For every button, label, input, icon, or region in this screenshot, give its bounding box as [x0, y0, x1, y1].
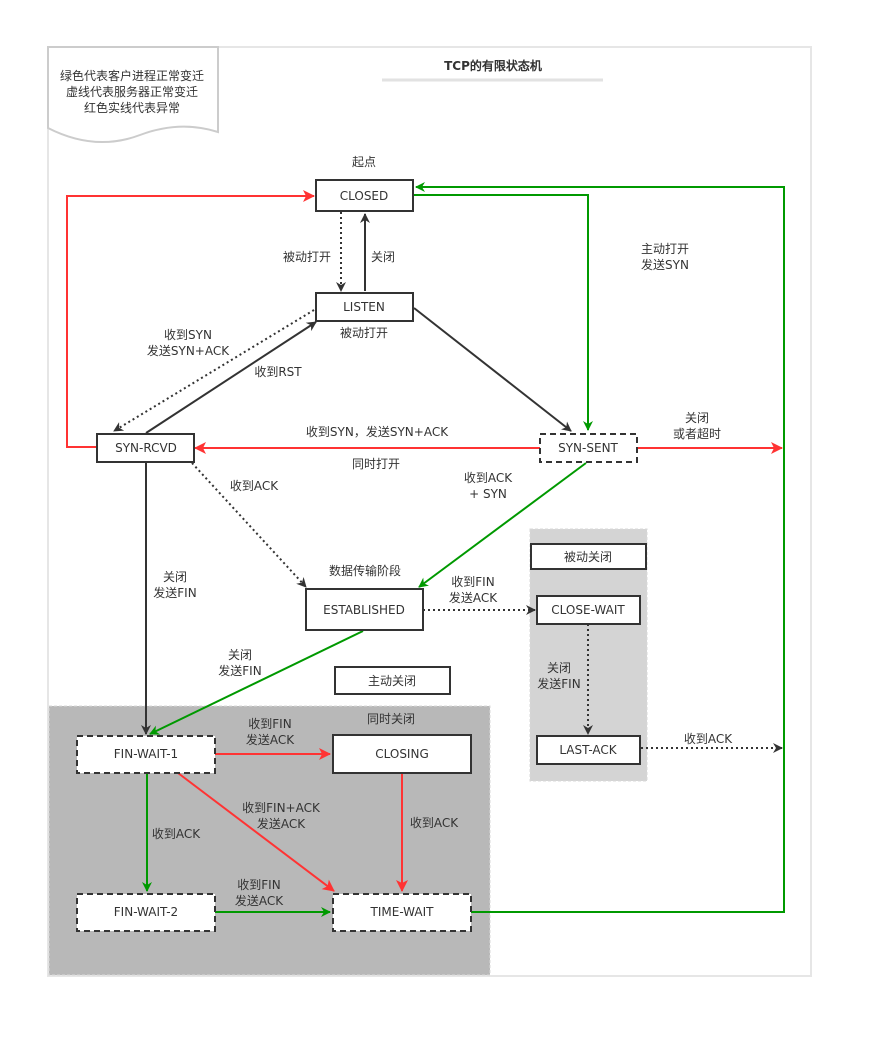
state-label: FIN-WAIT-2	[114, 905, 178, 919]
edge-label: 收到FIN	[451, 575, 494, 589]
state-label: CLOSE-WAIT	[551, 603, 625, 617]
edge-synsent-established	[418, 462, 587, 588]
state-fin-wait-2: FIN-WAIT-2	[76, 893, 216, 932]
state-label: CLOSING	[375, 747, 429, 761]
state-label: SYN-RCVD	[115, 441, 177, 455]
edge-label: 关闭	[228, 648, 252, 662]
edge-synrcvd-closed	[66, 190, 315, 448]
edge-synrcvd-established	[191, 462, 307, 588]
edge-label: 收到ACK	[464, 471, 513, 485]
simultaneous-close-label: 同时关闭	[367, 712, 415, 726]
active-close-label-box	[334, 666, 451, 695]
active-close-label: 主动关闭	[368, 674, 416, 688]
state-caption: 被动打开	[340, 326, 388, 340]
edge-listen-synrcvd	[113, 309, 315, 432]
state-caption: 起点	[352, 155, 376, 169]
legend-line: 虚线代表服务器正常变迁	[66, 84, 198, 99]
edge-label: 收到FIN+ACK	[242, 801, 321, 815]
edge-label: 关闭	[163, 570, 187, 584]
state-closing: CLOSING	[332, 734, 472, 774]
passive-close-label-box	[530, 543, 647, 570]
state-syn-sent: SYN-SENT	[539, 433, 638, 463]
edge-label: 或者超时	[673, 426, 721, 441]
edge-timewait-closed	[415, 182, 785, 913]
state-label: FIN-WAIT-1	[114, 747, 178, 761]
edge-label: 关闭	[685, 411, 709, 425]
edge-sublabel: 同时打开	[352, 457, 400, 471]
edge-label: 发送FIN	[218, 663, 261, 678]
edge-synrcvd-listen	[145, 321, 317, 434]
edge-closed-synsent	[414, 194, 593, 431]
passive-close-label: 被动关闭	[564, 550, 612, 564]
edge-label: + SYN	[469, 487, 507, 501]
edge-finwait1-timewait	[177, 772, 335, 892]
edge-label: 发送FIN	[537, 676, 580, 691]
state-close-wait: CLOSE-WAIT	[536, 595, 641, 625]
diagram-title: TCP的有限状态机	[444, 58, 542, 73]
edge-label: 发送FIN	[153, 585, 196, 600]
edge-label: 收到ACK	[152, 827, 201, 841]
edge-label: 主动打开	[641, 242, 689, 256]
state-label: CLOSED	[340, 189, 389, 203]
state-fin-wait-1: FIN-WAIT-1	[76, 735, 216, 774]
state-label: ESTABLISHED	[323, 603, 405, 617]
state-time-wait: TIME-WAIT	[332, 893, 472, 932]
state-listen: LISTEN 被动打开	[315, 292, 414, 340]
legend-document-shape	[47, 46, 219, 144]
edge-label: 关闭	[547, 661, 571, 675]
state-caption: 数据传输阶段	[329, 563, 401, 578]
state-closed: 起点 CLOSED	[315, 155, 414, 212]
edge-label: 发送ACK	[257, 816, 306, 831]
state-established: 数据传输阶段 ESTABLISHED	[305, 563, 424, 631]
legend: 绿色代表客户进程正常变迁 虚线代表服务器正常变迁 红色实线代表异常	[47, 46, 219, 144]
edge-label: 收到RST	[254, 365, 302, 379]
edge-label: 关闭	[371, 250, 395, 264]
state-label: LISTEN	[343, 300, 385, 314]
edge-label: 收到ACK	[684, 732, 733, 746]
state-syn-rcvd: SYN-RCVD	[96, 433, 195, 463]
state-label: LAST-ACK	[559, 743, 617, 757]
edge-label: 发送SYN	[641, 257, 689, 272]
legend-line: 绿色代表客户进程正常变迁	[60, 68, 204, 83]
edge-label: 发送ACK	[246, 732, 295, 747]
state-label: SYN-SENT	[558, 441, 618, 455]
state-label: TIME-WAIT	[370, 905, 435, 919]
edge-label: 发送ACK	[235, 893, 284, 908]
edge-listen-synsent	[413, 307, 572, 432]
state-last-ack: LAST-ACK	[536, 735, 641, 765]
edge-label: 收到SYN，发送SYN+ACK	[306, 424, 449, 439]
edge-label: 收到SYN	[164, 328, 212, 342]
edge-label: 发送ACK	[449, 590, 498, 605]
edge-label: 收到ACK	[410, 816, 459, 830]
edge-label: 发送SYN+ACK	[147, 343, 230, 358]
edge-established-finwait1	[149, 630, 364, 735]
edge-label: 被动打开	[283, 250, 331, 264]
legend-line: 红色实线代表异常	[84, 100, 180, 115]
edge-label: 收到FIN	[237, 878, 280, 892]
edge-label: 收到ACK	[230, 479, 279, 493]
edge-label: 收到FIN	[248, 717, 291, 731]
